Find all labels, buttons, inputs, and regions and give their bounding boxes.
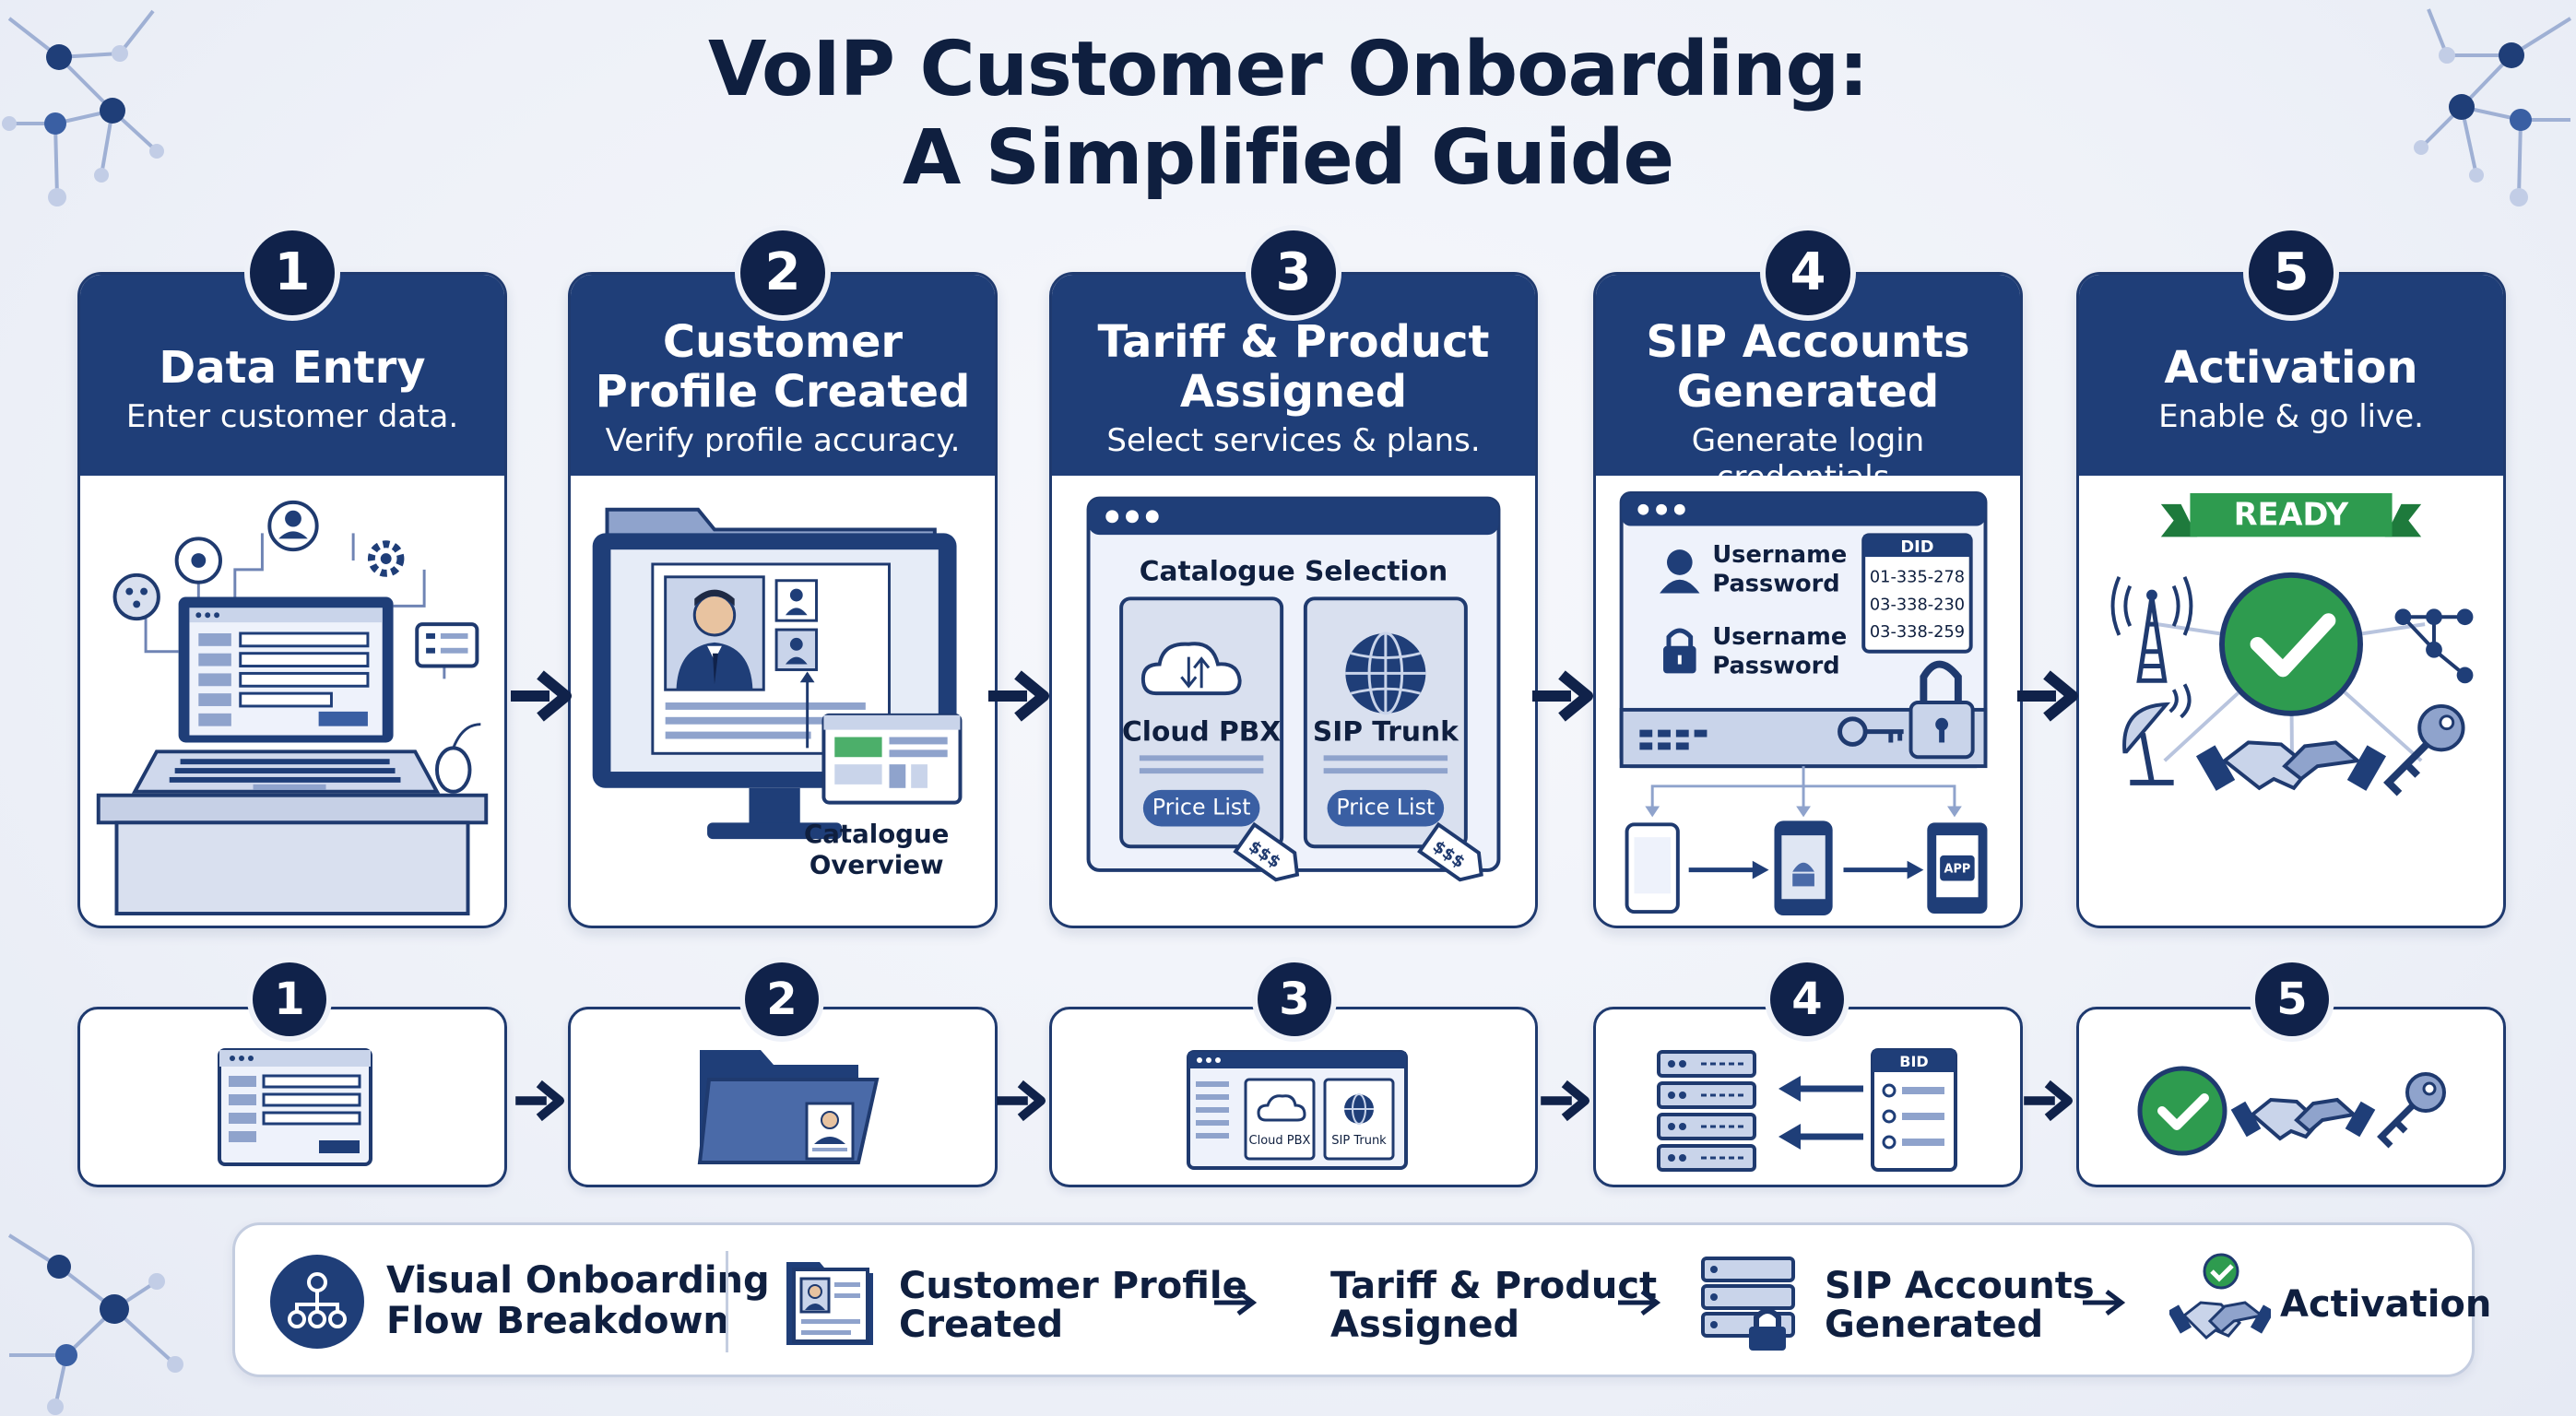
step-subtitle: Enter customer data. [125,398,459,435]
footer-intro-line2: Flow Breakdown [386,1300,729,1342]
mini-step-5 [2076,1007,2506,1187]
mini-cloud-pbx-label: Cloud PBX [1249,1134,1311,1148]
step-title-line2: Profile Created [595,366,971,418]
step-title-line1: Customer [662,316,904,368]
page-title-line1: VoIP Customer Onboarding: [708,26,1869,113]
footer-item-tariff-line1: Tariff & Product [1330,1265,1658,1307]
password-label-2: Password [1712,652,1839,679]
step-subtitle: Select services & plans. [1106,422,1481,459]
footer-item-activation: Activation [2280,1283,2492,1326]
did-number-3: 03-338-259 [1870,623,1965,642]
did-number-1: 01-335-278 [1870,569,1965,587]
step-number-badge-1: 1 [250,230,335,315]
form-window-icon [218,1048,372,1166]
username-label-2: Username [1712,623,1847,651]
arrow-right-icon [511,670,572,722]
step-title-line2: Generated [1676,366,1940,418]
mini-sip-trunk-label: SIP Trunk [1331,1134,1387,1148]
profile-folder-icon [697,1050,880,1164]
arrow-right-icon [997,1080,1046,1122]
step-card-tariff-product: Tariff & Product Assigned Select service… [1049,272,1538,928]
arrow-right-small-icon [2083,1290,2126,1316]
mini-step-number-3: 3 [1258,962,1331,1036]
step-subtitle: Verify profile accuracy. [605,422,961,459]
step-card-customer-profile: Customer Profile Created Verify profile … [568,272,998,928]
server-lock-icon [1701,1257,1795,1351]
mini-step-number-5: 5 [2255,962,2329,1036]
arrow-right-icon [2017,670,2078,722]
profile-document-icon [786,1262,873,1345]
arrow-right-icon [515,1080,564,1122]
username-label-1: Username [1712,541,1847,569]
mini-step-4: BID [1593,1007,2023,1187]
did-label: DID [1900,538,1933,557]
profile-monitor-icon: Catalogue Overview [592,507,963,880]
password-label-1: Password [1712,571,1839,598]
catalogue-overview-label-1: Catalogue [804,819,949,849]
app-label: APP [1944,863,1971,877]
handshake-check-icon [2169,1253,2271,1340]
footer-legend: Visual Onboarding Flow Breakdown Custome… [232,1222,2491,1377]
price-list-button-2: Price List [1336,795,1435,820]
catalogue-selection-window-icon: Catalogue Selection Cloud PBX SIP Trunk … [1086,496,1501,882]
mini-step-number-2: 2 [745,962,819,1036]
laptop-data-entry-icon [96,500,489,915]
footer-intro-line1: Visual Onboarding [386,1259,770,1302]
step-card-activation: Activation Enable & go live. READY [2076,272,2506,928]
step-title-line1: SIP Accounts [1646,316,1970,368]
step-number-badge-3: 3 [1251,230,1336,315]
step-title-line1: Tariff & Product [1097,316,1490,368]
step-card-sip-accounts: SIP Accounts Generated Generate login cr… [1593,272,2023,928]
step-number-badge-2: 2 [740,230,825,315]
step-title: Activation [2164,342,2418,394]
network-decoration-bottom-left [7,1233,183,1415]
arrow-right-icon [1532,670,1593,722]
arrow-right-icon [1541,1080,1589,1122]
arrow-right-icon [2024,1080,2073,1122]
catalogue-overview-label-2: Overview [809,850,944,880]
check-handshake-key-icon [2137,1066,2446,1156]
footer-item-customer-profile-line2: Created [899,1304,1064,1346]
step-subtitle: Enable & go live. [2158,398,2424,435]
step-card-header: Activation Enable & go live. [2079,275,2503,476]
mini-step-1 [77,1007,507,1187]
price-list-button-1: Price List [1152,795,1251,820]
footer-divider [726,1251,728,1352]
footer-item-customer-profile-line1: Customer Profile [899,1265,1247,1307]
flow-hierarchy-icon [270,1255,364,1349]
step-card-header: Tariff & Product Assigned Select service… [1052,275,1535,476]
sip-credentials-icon: Username Password Username Password DID … [1619,491,1988,915]
network-decoration-top-right [2414,8,2572,206]
activation-ready-icon: READY [2110,492,2474,796]
product-sip-trunk-label: SIP Trunk [1313,715,1459,748]
step-card-data-entry: Data Entry Enter customer data. [77,272,507,928]
page-title: VoIP Customer Onboarding: A Simplified G… [0,26,2576,203]
arrow-right-small-icon [1214,1290,1258,1316]
arrow-right-small-icon [1618,1290,1661,1316]
arrow-right-icon [988,670,1049,722]
catalogue-selection-title: Catalogue Selection [1140,555,1448,587]
step-number-badge-5: 5 [2249,230,2334,315]
step-title-line2: Assigned [1179,366,1408,418]
catalogue-window-icon: Cloud PBX SIP Trunk [1187,1050,1408,1170]
did-number-2: 03-338-230 [1870,596,1965,614]
ready-banner: READY [2234,497,2349,533]
network-decoration-top-left [2,9,164,206]
footer-item-sip-line1: SIP Accounts [1825,1265,2095,1307]
step-number-badge-4: 4 [1766,230,1850,315]
page-title-line2: A Simplified Guide [902,114,1674,202]
mini-step-3: Cloud PBX SIP Trunk [1049,1007,1538,1187]
mini-step-number-1: 1 [253,962,326,1036]
step-title: Data Entry [159,342,426,394]
step-subtitle: Generate login credentials. [1691,422,1925,496]
mini-step-number-4: 4 [1770,962,1844,1036]
product-cloud-pbx-label: Cloud PBX [1122,715,1281,748]
footer-item-tariff-line2: Assigned [1330,1304,1520,1346]
footer-item-sip-line2: Generated [1825,1304,2044,1346]
mini-bid-label: BID [1899,1053,1928,1070]
server-did-icon: BID [1657,1048,1957,1172]
